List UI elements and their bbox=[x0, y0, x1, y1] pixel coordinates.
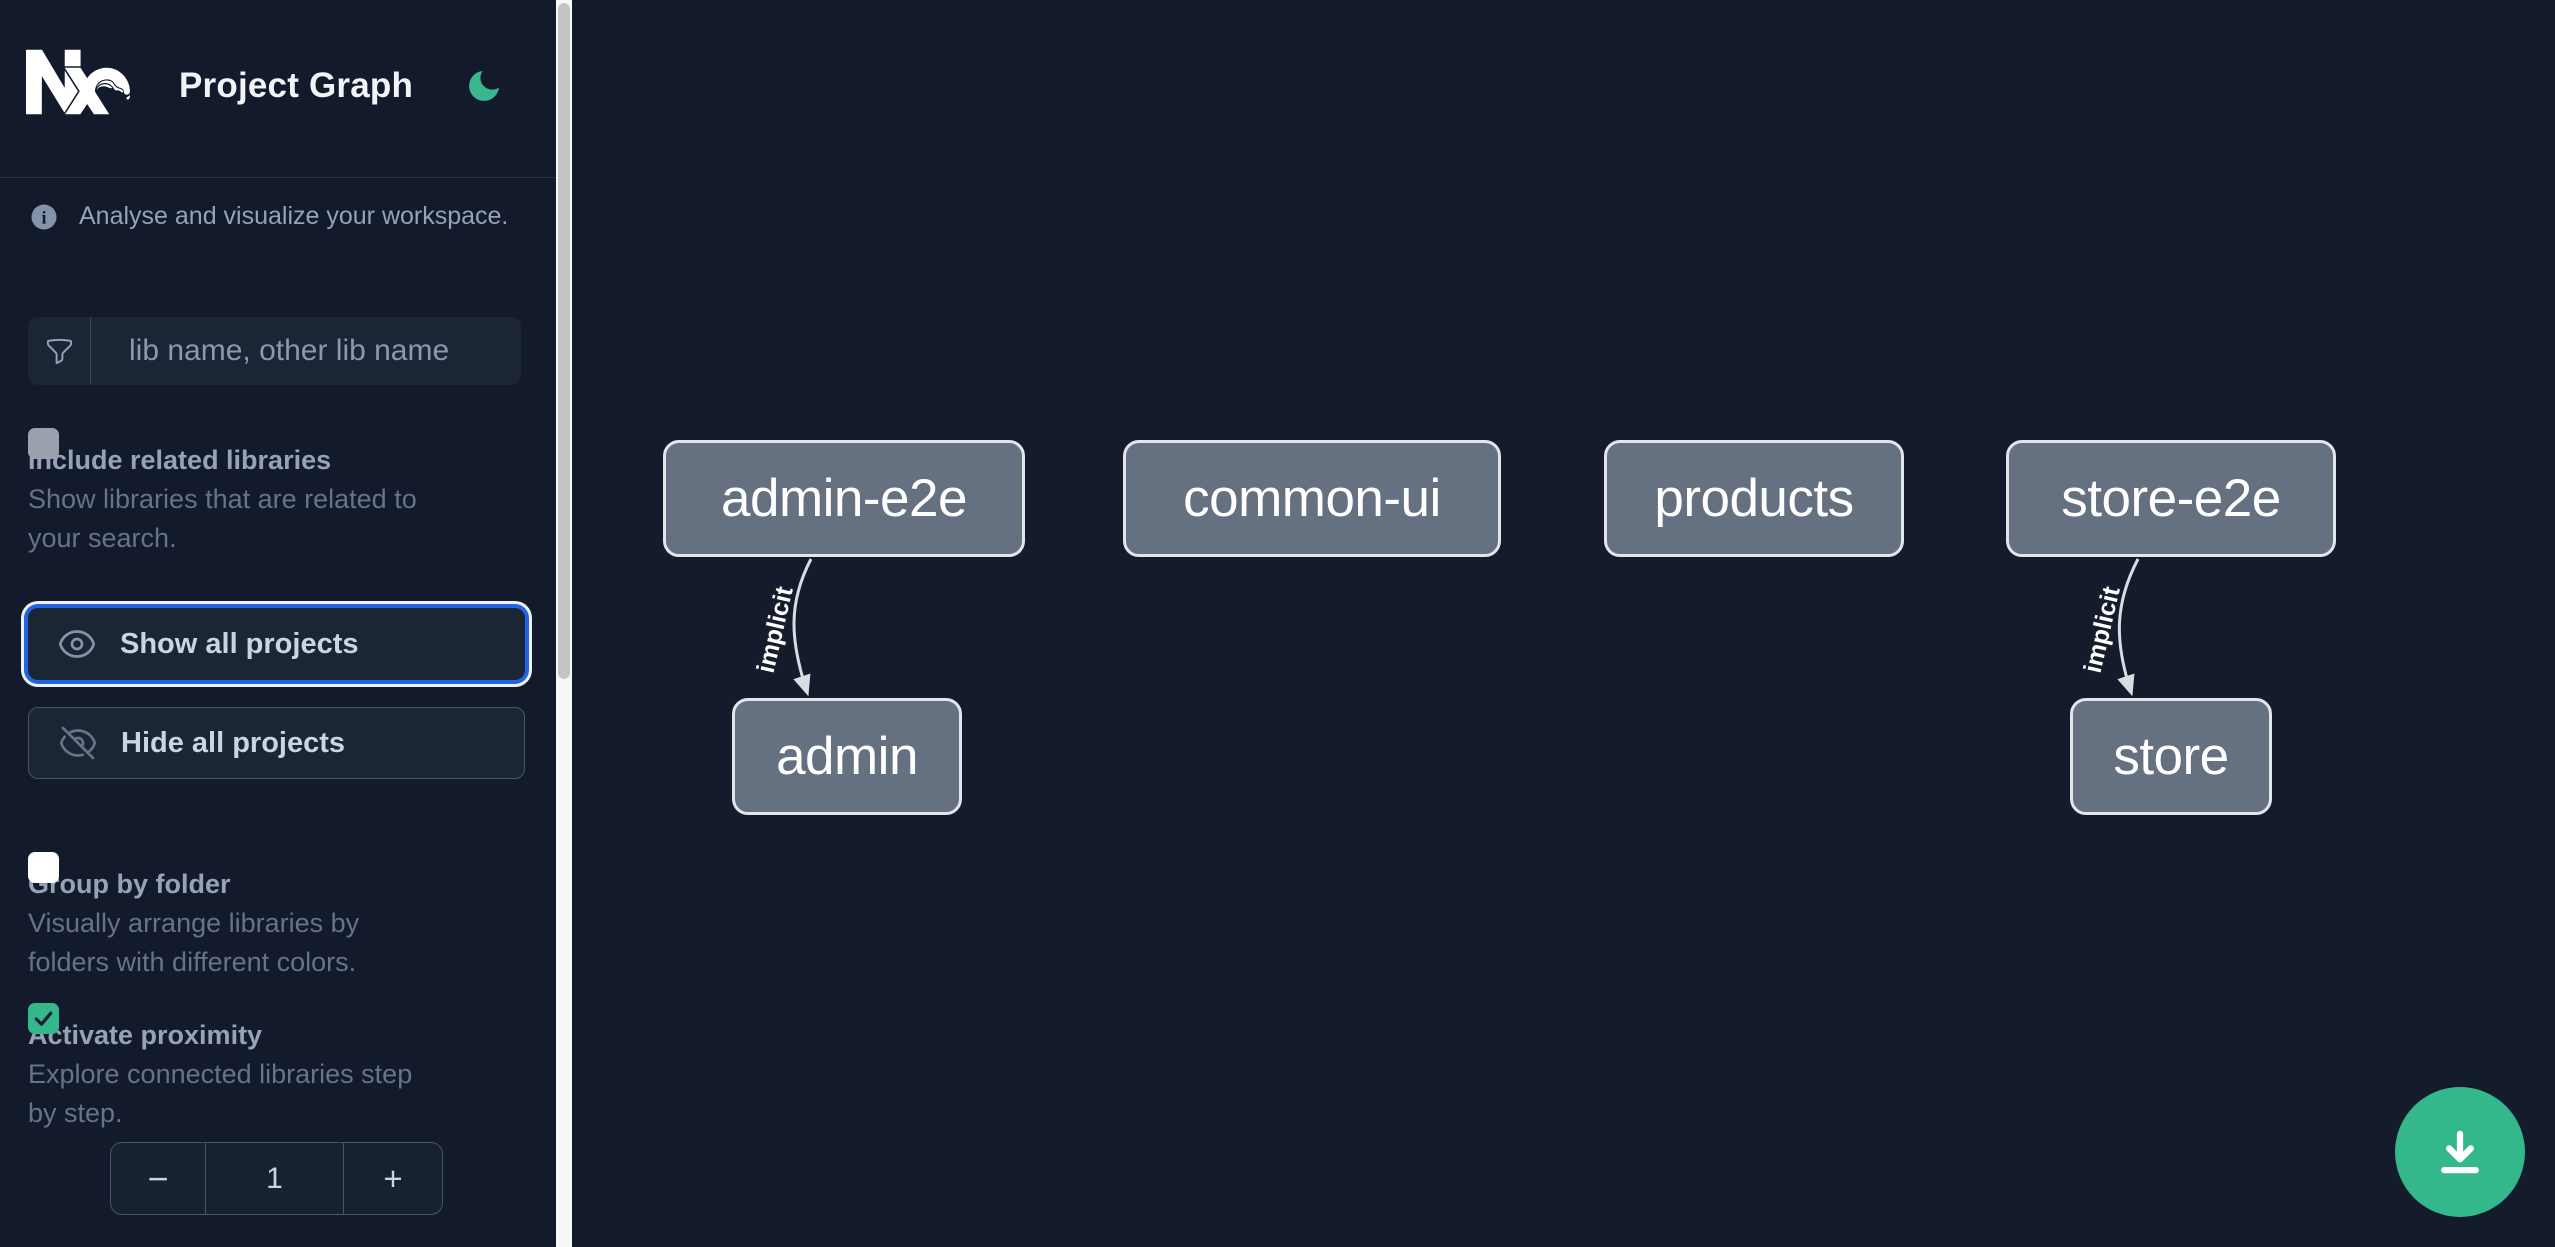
stepper-decrement-button[interactable]: − bbox=[111, 1143, 206, 1214]
graph-node-label: admin-e2e bbox=[721, 469, 967, 528]
activate-proximity-checkbox[interactable] bbox=[28, 1003, 59, 1034]
graph-node-label: store-e2e bbox=[2061, 469, 2281, 528]
group-by-folder-checkbox[interactable] bbox=[28, 852, 59, 883]
option-include-related: Include related libraries Show libraries… bbox=[28, 427, 528, 558]
sidebar: Project Graph i Analyse and visualize yo… bbox=[0, 0, 556, 1247]
option-description: Visually arrange libraries by folders wi… bbox=[28, 908, 360, 977]
proximity-stepper: − 1 + bbox=[110, 1142, 443, 1215]
download-icon bbox=[2431, 1123, 2489, 1181]
graph-node-store[interactable]: store bbox=[2070, 698, 2272, 815]
option-description: Show libraries that are related to your … bbox=[28, 484, 417, 553]
page-title: Project Graph bbox=[179, 66, 414, 105]
graph-node-admin-e2e[interactable]: admin-e2e bbox=[663, 440, 1025, 557]
svg-text:i: i bbox=[41, 207, 46, 227]
graph-node-store-e2e[interactable]: store-e2e bbox=[2006, 440, 2336, 557]
graph-node-label: common-ui bbox=[1183, 469, 1441, 528]
graph-node-common-ui[interactable]: common-ui bbox=[1123, 440, 1501, 557]
edge-label: implicit bbox=[752, 583, 799, 675]
save-image-button[interactable] bbox=[2395, 1087, 2525, 1217]
show-all-projects-button[interactable]: Show all projects bbox=[28, 608, 525, 680]
info-icon: i bbox=[31, 204, 57, 230]
sidebar-scrollbar-track[interactable] bbox=[556, 0, 572, 1247]
header-divider bbox=[0, 177, 556, 178]
option-label[interactable]: Activate proximity bbox=[28, 1020, 263, 1050]
graph-node-admin[interactable]: admin bbox=[732, 698, 962, 815]
edge-label: implicit bbox=[2079, 583, 2126, 675]
graph-node-label: admin bbox=[776, 727, 918, 786]
graph-edge-admin-e2e-admin bbox=[792, 558, 813, 697]
graph-node-label: store bbox=[2113, 727, 2229, 786]
graph-node-products[interactable]: products bbox=[1604, 440, 1904, 557]
stepper-increment-button[interactable]: + bbox=[343, 1143, 442, 1214]
option-group-by-folder: Group by folder Visually arrange librari… bbox=[28, 851, 528, 982]
sidebar-scrollbar-thumb[interactable] bbox=[558, 3, 570, 679]
theme-toggle-button[interactable] bbox=[464, 64, 508, 108]
option-description: Explore connected libraries step by step… bbox=[28, 1059, 413, 1128]
moon-icon bbox=[464, 66, 508, 106]
option-label[interactable]: Include related libraries bbox=[28, 445, 332, 475]
nx-logo bbox=[26, 30, 130, 134]
stepper-value[interactable]: 1 bbox=[266, 1161, 283, 1195]
eye-icon bbox=[57, 624, 97, 664]
graph-node-label: products bbox=[1654, 469, 1854, 528]
workspace-info: i Analyse and visualize your workspace. bbox=[31, 202, 508, 231]
filter-search-box bbox=[28, 317, 521, 385]
option-activate-proximity: Activate proximity Explore connected lib… bbox=[28, 1002, 528, 1133]
graph-edge-store-e2e-store bbox=[2117, 558, 2140, 697]
funnel-icon bbox=[28, 317, 91, 385]
search-input[interactable] bbox=[91, 317, 521, 385]
hide-all-projects-button[interactable]: Hide all projects bbox=[28, 707, 525, 779]
info-text: Analyse and visualize your workspace. bbox=[79, 202, 509, 230]
check-icon bbox=[32, 1007, 55, 1030]
eye-slash-icon bbox=[58, 723, 98, 763]
option-label[interactable]: Group by folder bbox=[28, 869, 231, 899]
include-related-checkbox[interactable] bbox=[28, 428, 59, 459]
